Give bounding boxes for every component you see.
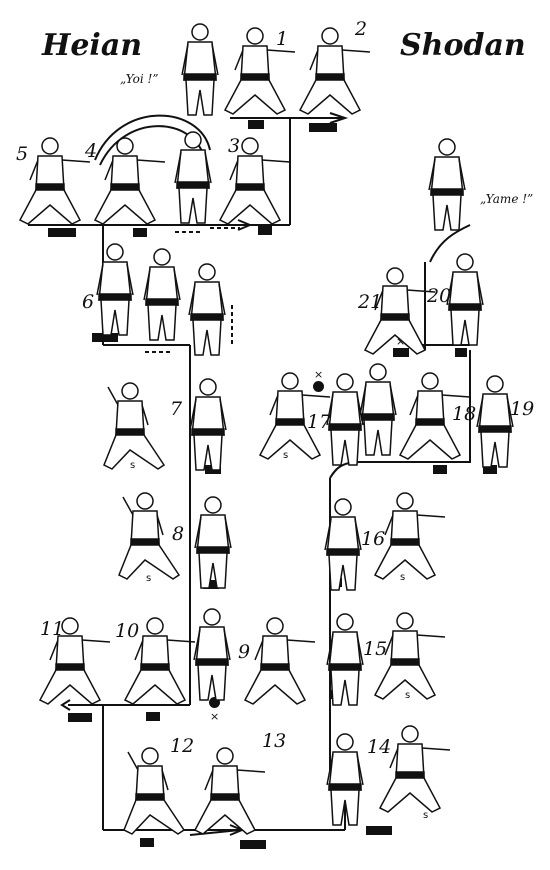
foot-marker-icon (248, 120, 264, 129)
step-number-12: 12 (170, 735, 195, 757)
step-number-10: 10 (115, 620, 140, 642)
kiai-dot (313, 381, 324, 392)
foot-marker-icon (48, 228, 76, 237)
step-number-18: 18 (452, 403, 477, 425)
stance-label: s (130, 460, 136, 471)
step-number-1: 1 (276, 28, 289, 50)
step-number-7: 7 (170, 398, 183, 420)
foot-marker-icon (68, 713, 92, 722)
stance-label: s (405, 690, 411, 701)
step-number-8: 8 (172, 523, 185, 545)
kiai-dot (209, 697, 220, 708)
foot-marker-icon (240, 840, 266, 849)
foot-marker-icon (393, 348, 409, 357)
call-start: „Yoi !” (120, 72, 159, 86)
stance-label: s (400, 572, 406, 583)
step-number-11: 11 (40, 618, 65, 640)
foot-marker-icon (133, 228, 147, 237)
foot-marker-icon (140, 838, 154, 847)
step-number-2: 2 (355, 18, 368, 40)
stance-label: s (283, 450, 289, 461)
step-number-6: 6 (82, 291, 95, 313)
step-number-3: 3 (228, 135, 241, 157)
kata-title-left: Heian (42, 28, 143, 63)
foot-marker-icon (203, 580, 219, 589)
stance-label: s (146, 573, 152, 584)
foot-marker-icon (309, 123, 337, 132)
step-number-5: 5 (16, 143, 29, 165)
call-end: „Yame !” (480, 192, 534, 206)
foot-marker-icon (258, 226, 272, 235)
step-number-16: 16 (361, 528, 386, 550)
step-number-4: 4 (85, 140, 98, 162)
foot-marker-icon (366, 826, 392, 835)
step-number-15: 15 (363, 638, 388, 660)
foot-marker-icon (455, 348, 467, 357)
step-number-19: 19 (510, 398, 535, 420)
foot-marker-icon (92, 333, 118, 342)
step-number-13: 13 (262, 730, 287, 752)
kiai-mark: × (314, 368, 324, 381)
stance-label: s (423, 810, 429, 821)
foot-marker-icon (483, 465, 497, 474)
kiai-mark: × (210, 710, 220, 723)
step-number-14: 14 (367, 736, 392, 758)
kata-title-right: Shodan (400, 28, 526, 63)
step-number-17: 17 (307, 411, 332, 433)
foot-marker-icon (433, 465, 447, 474)
step-number-9: 9 (238, 641, 251, 663)
kiai-mark: × (396, 335, 406, 348)
foot-marker-icon (146, 712, 160, 721)
